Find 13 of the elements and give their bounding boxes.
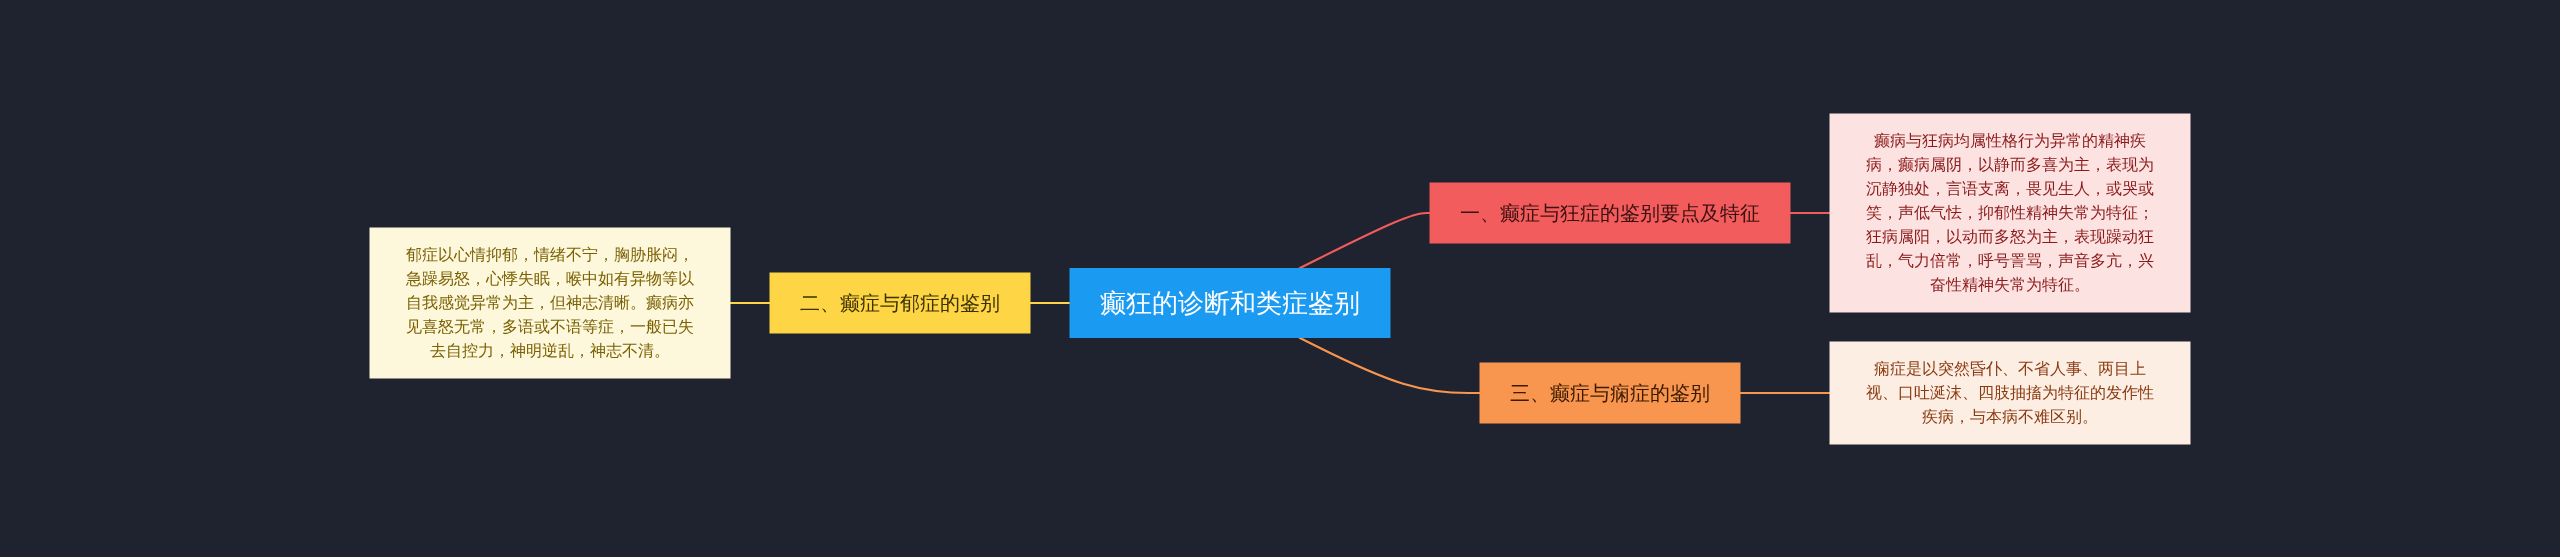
- connector: [1298, 211, 1431, 269]
- connector: [1298, 336, 1481, 394]
- connector: [729, 301, 771, 304]
- node-box: 一、癫症与狂症的鉴别要点及特征: [1429, 182, 1791, 243]
- connector: [1789, 211, 1831, 214]
- node-box: 郁症以心情抑郁，情绪不宁，胸胁胀闷，急躁易怒，心悸失眠，喉中如有异物等以自我感觉异常为主，但神志清晰。癫病亦见喜怒无常，多语或不语等症，一般已失去自控力，神明逆乱，神志不清。: [369, 227, 731, 378]
- connector: [1739, 391, 1831, 394]
- node-box: 痫症是以突然昏仆、不省人事、两目上视、口吐涎沫、四肢抽搐为特征的发作性疾病，与本病不难区别。: [1829, 341, 2191, 444]
- node-box: 癫病与狂病均属性格行为异常的精神疾病，癫病属阴，以静而多喜为主，表现为沉静独处，言语支离，畏见生人，或哭或笑，声低气怯，抑郁性精神失常为特征；狂病属阳，以动而多怒为主，表现躁动狂乱，气力倍常，呼号詈骂，声音多亢，兴奋性精神失常为特征。: [1829, 113, 2191, 312]
- node-box: 二、癫症与郁症的鉴别: [769, 272, 1031, 333]
- connector: [1029, 301, 1071, 304]
- node-box: 癫狂的诊断和类症鉴别: [1069, 267, 1391, 338]
- node-box: 三、癫症与痫症的鉴别: [1479, 362, 1741, 423]
